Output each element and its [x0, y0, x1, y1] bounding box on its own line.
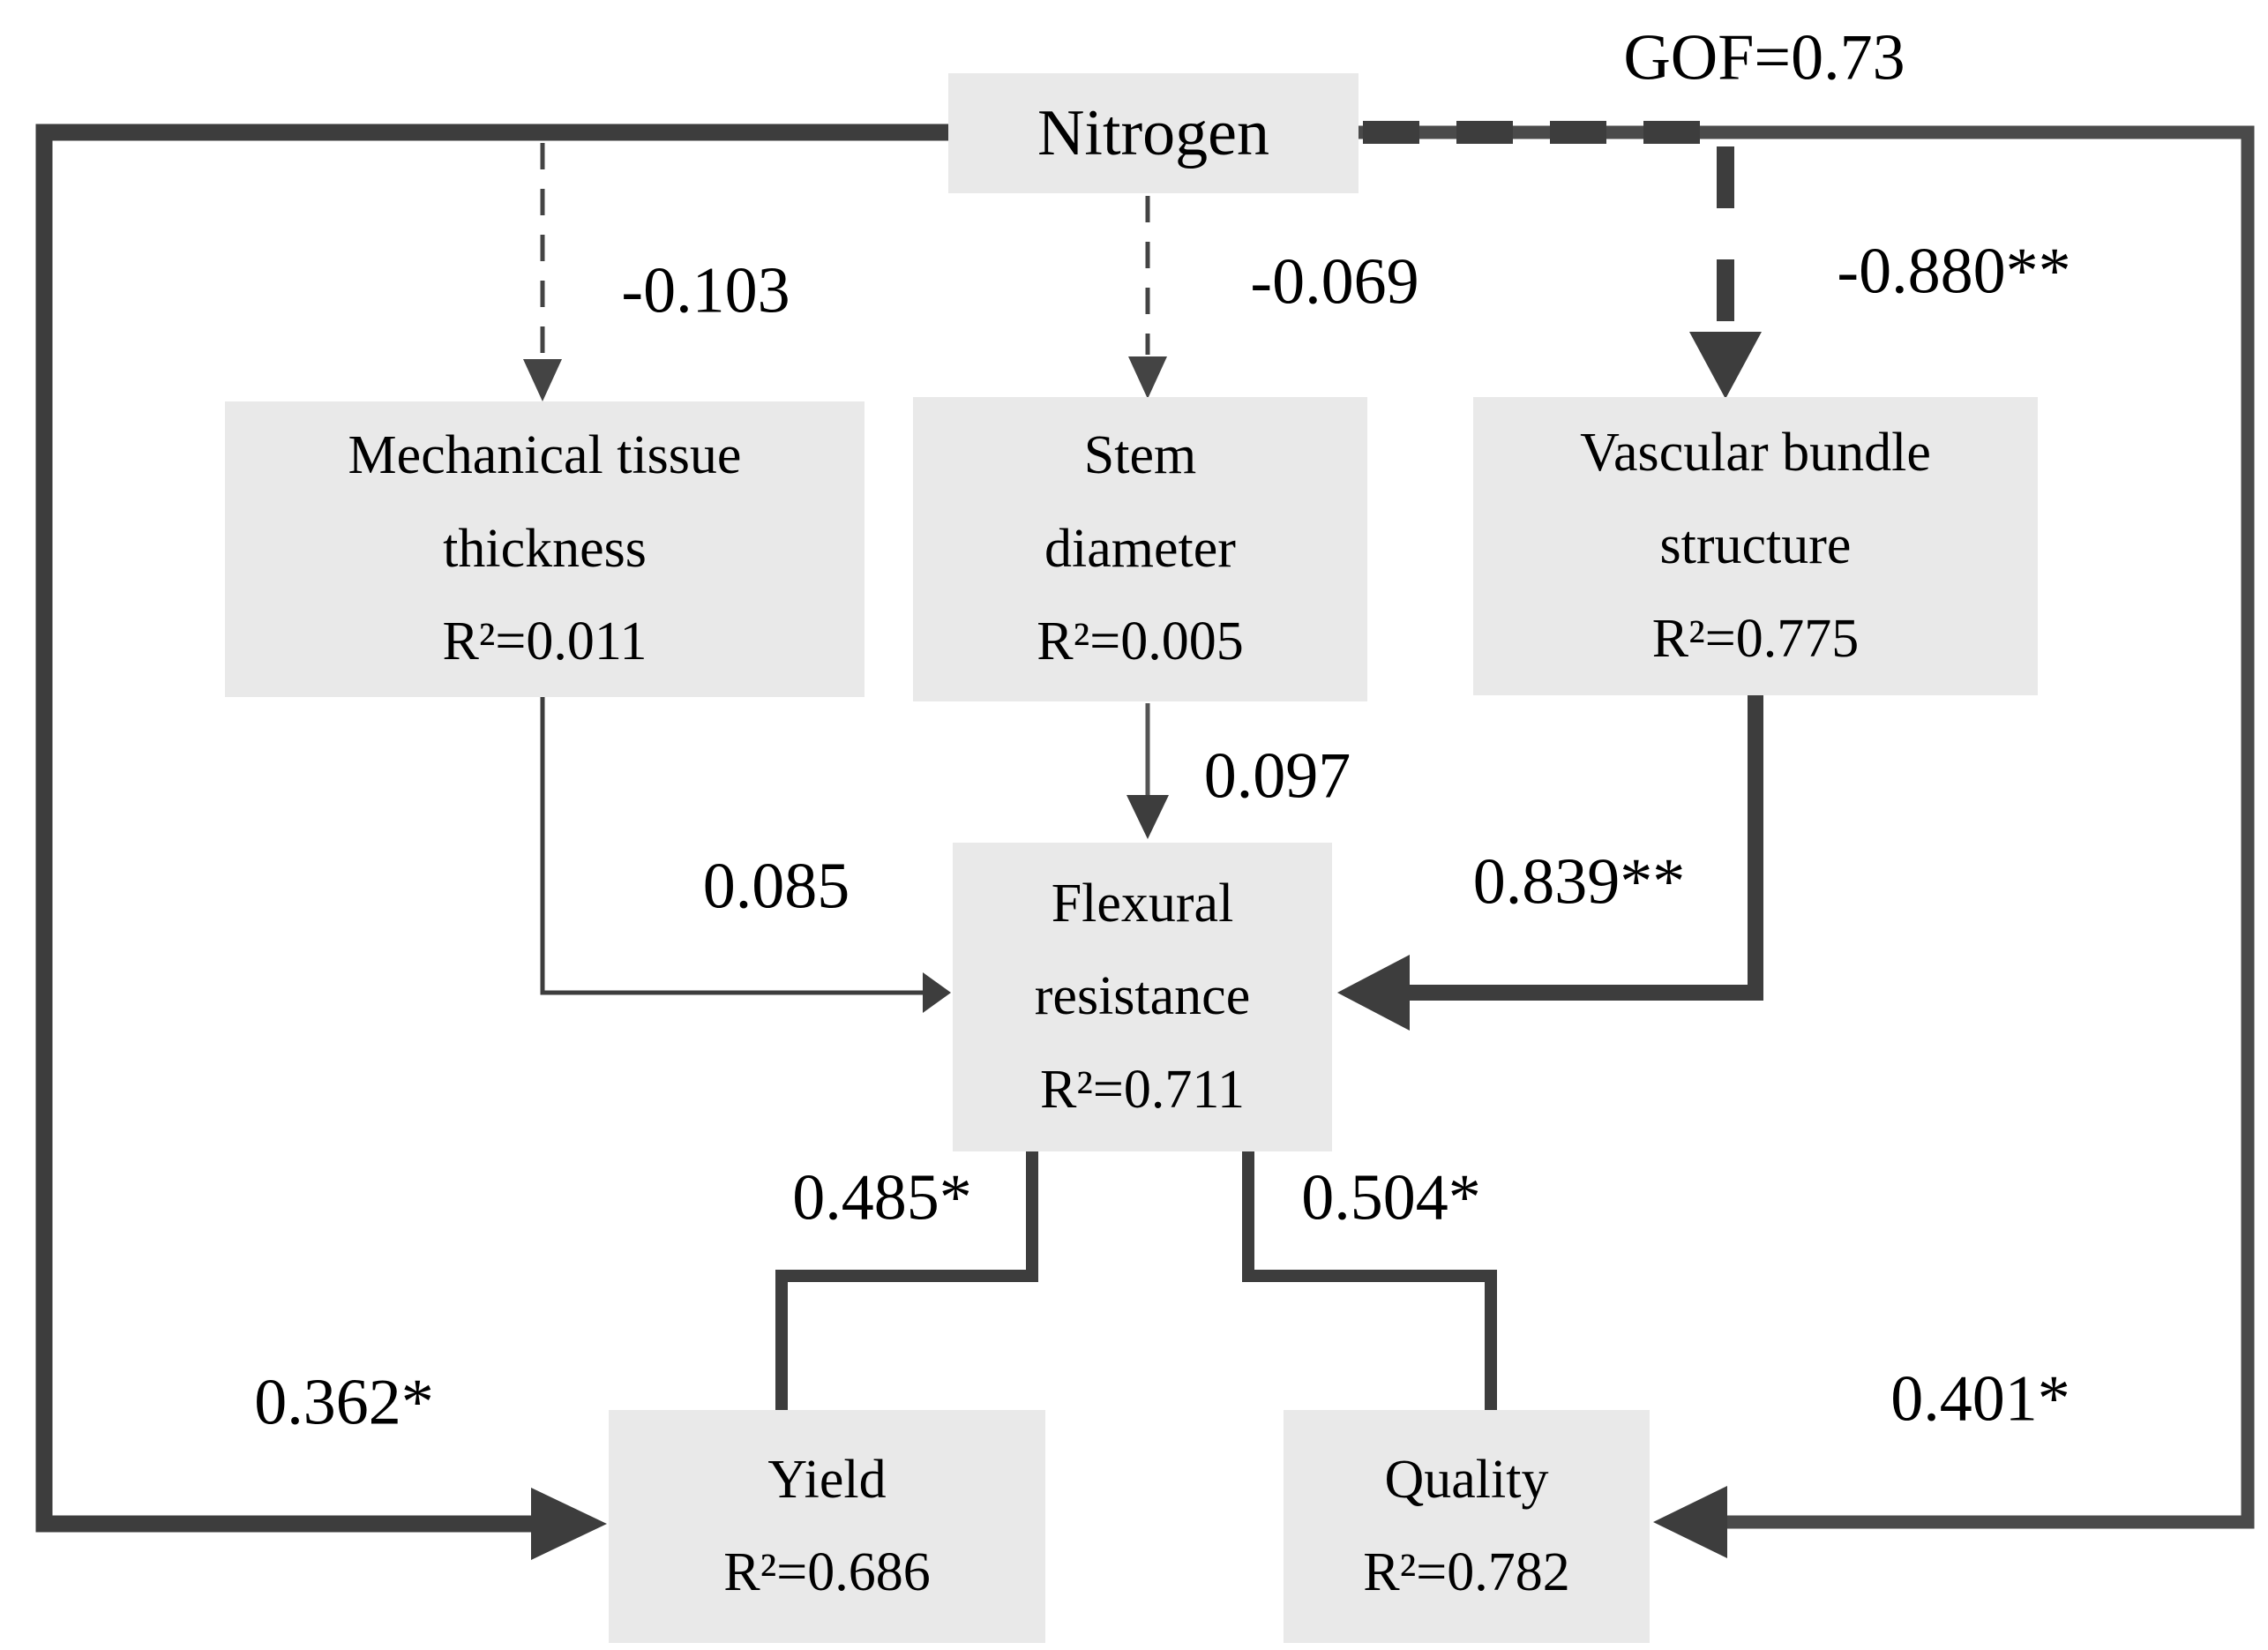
coef-nitrogen-vascular: -0.880**	[1837, 235, 2071, 308]
node-vascular-bundle-structure: Vascular bundle structure R²=0.775	[1473, 397, 2038, 695]
edge-nitrogen-yield-path	[35, 124, 948, 1560]
node-mechanical-tissue-thickness: Mechanical tissue thickness R²=0.011	[225, 401, 865, 697]
edge-nitrogen-stem-path	[1128, 196, 1167, 399]
coef-nitrogen-mechanical: -0.103	[621, 254, 790, 327]
edge-nitrogen-vascular-path	[1363, 121, 1762, 399]
edge-nitrogen-mechanical-path	[523, 143, 562, 401]
edge-stem-flexural-path	[1127, 703, 1169, 839]
coef-flexural-yield: 0.485*	[792, 1161, 972, 1234]
node-flexural-resistance: Flexural resistance R²=0.711	[953, 843, 1332, 1151]
coef-nitrogen-quality: 0.401*	[1890, 1362, 2070, 1436]
edge-vascular-flexural-path	[1337, 695, 1763, 1031]
coef-flexural-quality: 0.504*	[1301, 1161, 1481, 1234]
node-yield: Yield R²=0.686	[609, 1410, 1045, 1643]
coef-nitrogen-stem: -0.069	[1250, 245, 1419, 319]
node-nitrogen: Nitrogen	[948, 73, 1359, 193]
coef-mechanical-flexural: 0.085	[702, 850, 850, 923]
edge-flexural-yield-path	[775, 1151, 1038, 1410]
edge-mechanical-flexural-path	[540, 697, 951, 1013]
edge-nitrogen-quality-path	[1359, 125, 2255, 1558]
coef-vascular-flexural: 0.839**	[1472, 845, 1686, 919]
coef-stem-flexural: 0.097	[1203, 739, 1351, 813]
gof-label: GOF=0.73	[1623, 21, 1905, 94]
node-stem-diameter: Stem diameter R²=0.005	[913, 397, 1367, 701]
node-quality: Quality R²=0.782	[1284, 1410, 1650, 1643]
coef-nitrogen-yield: 0.362*	[254, 1366, 434, 1439]
edge-flexural-quality-path	[1242, 1151, 1497, 1410]
